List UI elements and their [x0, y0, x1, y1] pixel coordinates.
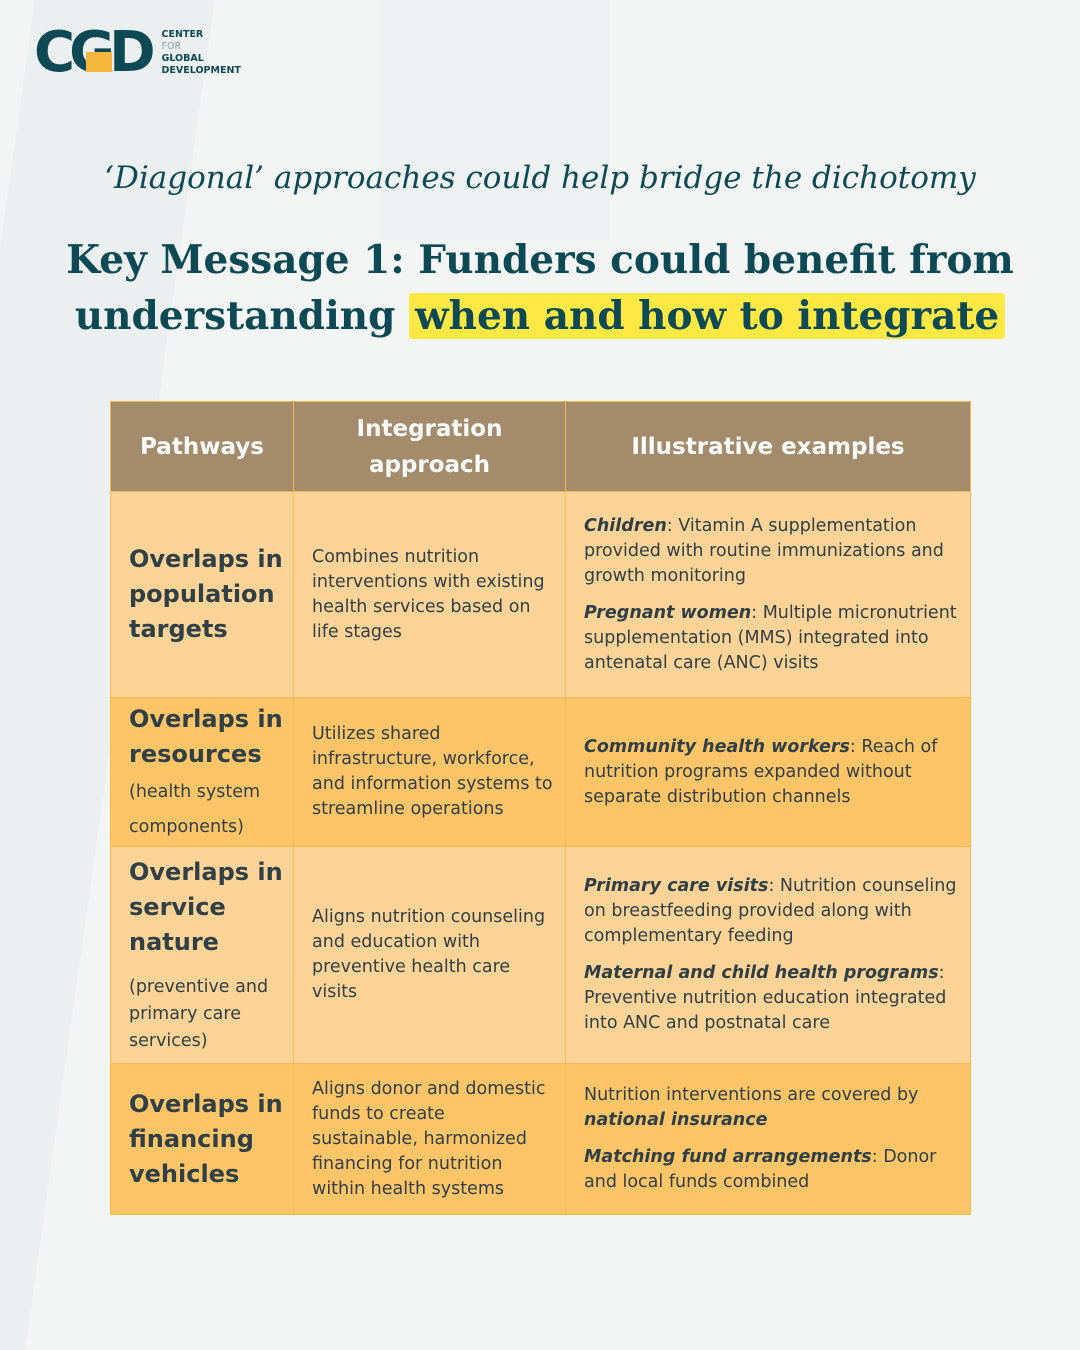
header-pathways: Pathways — [110, 401, 294, 492]
background-shape — [380, 0, 610, 240]
approach-cell: Aligns donor and domestic funds to creat… — [293, 1063, 566, 1215]
subtitle: ‘Diagonal’ approaches could help bridge … — [104, 160, 976, 196]
header-approach: Integration approach — [293, 401, 566, 492]
logo-mark: CGD — [34, 25, 156, 81]
pathway-cell: Overlaps in financing vehicles — [129, 1089, 283, 1188]
page-title: Key Message 1: Funders could benefit fro… — [66, 237, 1014, 339]
examples-cell: Nutrition interventions are covered by n… — [565, 1063, 971, 1215]
table-row: Overlaps in resources (health system com… — [110, 697, 971, 847]
logo-arrow-icon — [86, 52, 112, 72]
pathway-note: (preventive and primary care services) — [129, 977, 269, 1051]
examples-cell: Primary care visits: Nutrition counselin… — [565, 846, 971, 1064]
pathway-cell: Overlaps in population targets — [129, 545, 283, 643]
approach-cell: Utilizes shared infrastructure, workforc… — [293, 697, 566, 847]
approach-cell: Aligns nutrition counseling and educatio… — [293, 846, 566, 1064]
approach-cell: Combines nutrition interventions with ex… — [293, 491, 566, 698]
pathways-table: Pathways Integration approach Illustrati… — [110, 401, 971, 1215]
table-header-row: Pathways Integration approach Illustrati… — [110, 401, 971, 492]
pathway-cell: Overlaps in service nature — [129, 858, 283, 956]
header-examples: Illustrative examples — [565, 401, 971, 492]
examples-cell: Children: Vitamin A supplementation prov… — [565, 491, 971, 698]
pathway-cell: Overlaps in resources (health system com… — [129, 705, 283, 837]
table-row: Overlaps in population targets Combines … — [110, 491, 971, 698]
title-highlight: when and how to integrate — [409, 293, 1006, 339]
table-row: Overlaps in financing vehicles Aligns do… — [110, 1063, 971, 1215]
table-row: Overlaps in service nature (preventive an… — [110, 846, 971, 1064]
examples-cell: Community health workers: Reach of nutri… — [565, 697, 971, 847]
